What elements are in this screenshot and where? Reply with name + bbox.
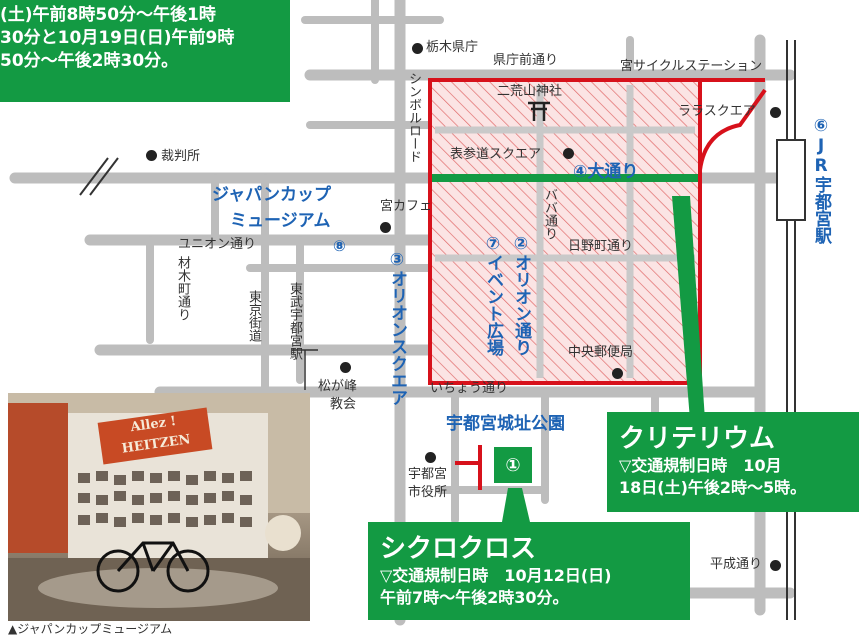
label-miya-cafe: 宮カフェ [380,199,433,214]
label-union-dori: ユニオン通り [178,237,257,252]
label-omotesando-square: 表参道スクエア [450,147,542,162]
top-schedule-line2: 30分と10月19日(日)午前9時 [0,27,235,48]
dot-church [340,362,351,373]
label-central-post-office: 中央郵便局 [568,345,634,360]
tobu-marker [292,349,318,390]
dot-heisei [770,560,781,571]
label-court: 裁判所 [161,149,201,164]
criterium-box: クリテリウム ▽交通規制日時 10月 18日(土)午後2時～5時。 [607,412,859,512]
cyclocross-title: シクロクロス [380,534,537,564]
museum-photo-drawing [8,393,310,621]
dot-pref-office [412,43,423,54]
label-orion-dori: ②オリオン通り [511,234,531,356]
label-museum-1: ジャパンカップ [212,185,331,205]
label-orion-square: ③オリオンスクエア [387,250,407,406]
label-icho-dori: いちょう通り [430,381,509,396]
label-church-2: 教会 [330,397,357,412]
label-symbol-road: シンボルロード [406,72,421,163]
dot-post-office [612,368,623,379]
label-heisei-dori: 平成通り [710,557,763,572]
cyclocross-line1: ▽交通規制日時 10月12日(日) [380,566,612,585]
museum-photo: Allez ! HEITZEN [8,393,310,621]
label-hinocho-dori: 日野町通り [568,239,634,254]
label-lalasquare: ララスクエア [678,104,756,119]
castle-park-badge: ① [494,447,532,483]
label-tokyo-kaido: 東京街道 [246,290,261,342]
label-zaimokucho-dori: 材木町通り [175,256,190,321]
top-schedule-box: (土)午前8時50分～午後1時 30分と10月19日(日)午前9時 50分～午後… [0,0,290,102]
label-castle-park-number: ① [505,454,521,476]
label-city-hall-2: 市役所 [408,485,448,500]
label-futaarayama-shrine: 二荒山神社 [497,84,563,99]
dot-city-hall [425,452,436,463]
criterium-title: クリテリウム [619,424,776,454]
castle-park-marker [455,445,482,490]
cyclocross-pointer [502,488,530,522]
criterium-zone [428,78,702,385]
torii-icon [528,101,550,121]
label-museum-2: ミュージアム [230,211,331,231]
criterium-pointer [672,196,705,420]
dot-court [146,150,157,161]
label-church-1: 松が峰 [318,379,358,394]
label-kencho-mae-dori: 県庁前通り [493,53,559,68]
label-pref-office: 栃木県庁 [426,40,479,55]
criterium-line2: 18日(土)午後2時～5時。 [619,477,807,497]
road-break-marker [79,157,119,196]
dot-miya-cafe [380,222,391,233]
top-schedule-line3: 50分～午後2時30分。 [0,50,179,71]
label-castle-park: 宇都宮城址公園 [446,414,565,434]
label-event-plaza: ⑦イベント広場 [483,234,503,356]
label-tobu-station: 東武宇都宮駅 [287,282,302,360]
cyclocross-box: シクロクロス ▽交通規制日時 10月12日(日) 午前7時～午後2時30分。 [368,522,690,620]
label-miya-cycle-station: 宮サイクルステーション [620,59,763,74]
roads [9,0,796,626]
jr-railway [776,40,806,620]
label-jr-station: ⑥JR宇都宮駅 [811,116,831,244]
label-museum-number: ⑧ [333,237,346,255]
museum-photo-caption: ▲ジャパンカップミュージアム [8,622,173,636]
dot-lalasquare [770,107,781,118]
zone-inner-roads [435,85,695,378]
label-baba-dori: ババ通り [542,188,557,240]
label-city-hall-1: 宇都宮 [408,467,448,482]
label-odori: ④大通り [573,162,639,182]
criterium-line1: ▽交通規制日時 10月 [619,456,782,475]
dot-omotesando [563,148,574,159]
cyclocross-line2: 午前7時～午後2時30分。 [380,587,569,607]
criterium-loop [698,78,767,383]
top-schedule-line1: (土)午前8時50分～午後1時 [0,5,216,25]
